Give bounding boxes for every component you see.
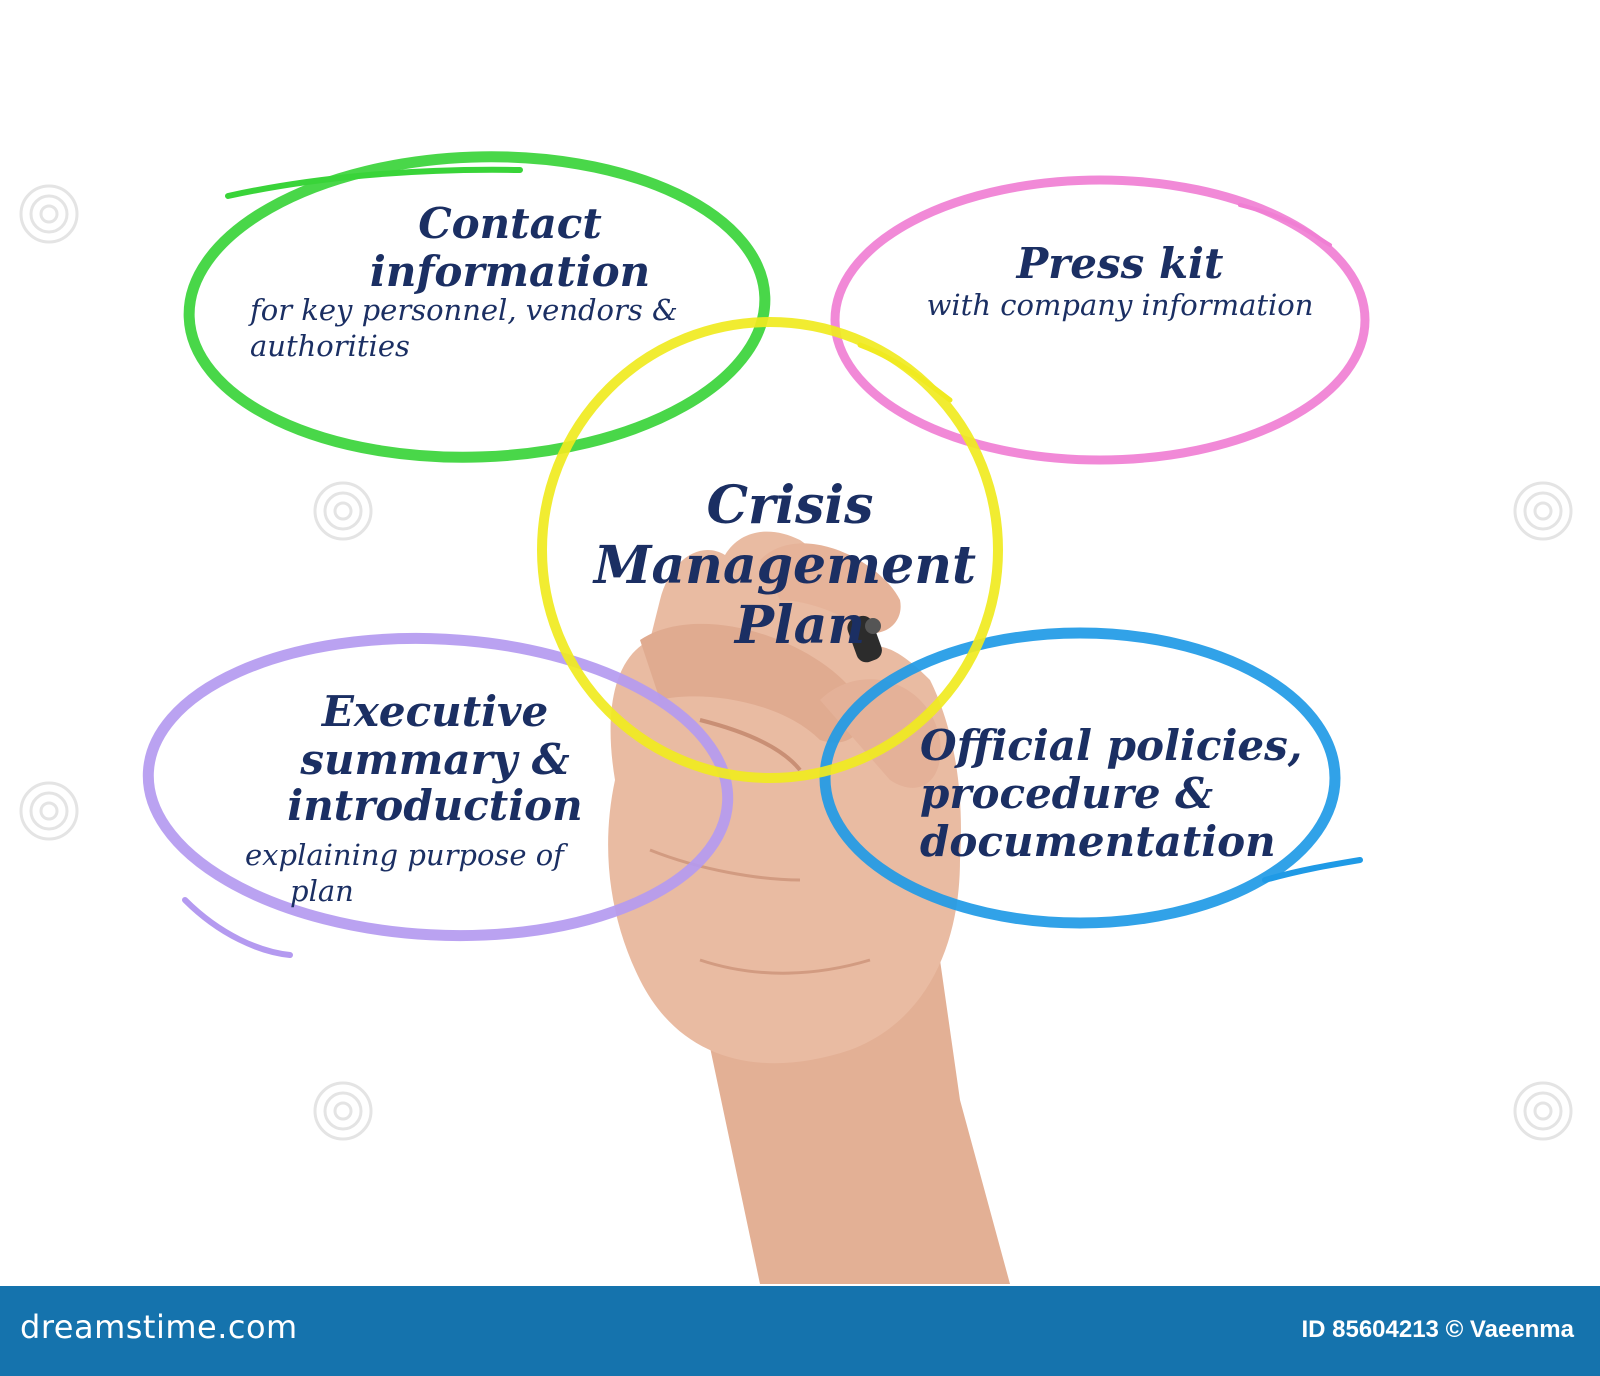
diagram-rings <box>142 151 1370 958</box>
official-heading-line-1: Official policies, <box>920 721 1303 770</box>
press-heading: Press kit <box>1016 239 1224 288</box>
watermark-swirl-icon <box>1513 1081 1573 1141</box>
ring-executive <box>142 632 734 958</box>
contact-heading-line-2: information <box>369 247 651 296</box>
executive-heading-line-2: summary & <box>300 735 570 784</box>
executive-heading-line-3: introduction <box>287 781 583 830</box>
ring-center <box>537 317 1003 783</box>
center-title-line-1: Crisis <box>706 475 874 536</box>
contact-sub-line-2: authorities <box>250 329 410 363</box>
watermark-swirl-icon <box>313 1081 373 1141</box>
executive-sub-line-1: explaining purpose of <box>245 838 564 872</box>
center-title-line-3: Plan <box>734 595 866 656</box>
watermark-swirl-icon <box>19 781 79 841</box>
executive-sub-line-2: plan <box>290 874 354 908</box>
hand-holding-marker <box>608 531 1010 1284</box>
ring-contact <box>183 151 771 463</box>
diagram-canvas: Contact information for key personnel, v… <box>19 151 1573 1284</box>
official-heading-line-3: documentation <box>920 817 1276 866</box>
brand-wordmark[interactable]: dreamstime.com <box>20 1308 298 1346</box>
footer-bar: dreamstime.com ID 85604213 © Vaeenma <box>0 1286 1600 1376</box>
press-sub: with company information <box>926 288 1314 322</box>
executive-heading-line-1: Executive <box>321 687 549 736</box>
center-title-line-2: Management <box>593 535 977 596</box>
watermark-swirl-icon <box>1513 481 1573 541</box>
watermark-swirl-icon <box>19 184 79 244</box>
contact-heading-line-1: Contact <box>418 199 602 248</box>
contact-sub-line-1: for key personnel, vendors & <box>250 293 678 327</box>
ring-press <box>830 175 1370 465</box>
official-heading-line-2: procedure & <box>920 769 1214 818</box>
ring-official <box>819 627 1363 929</box>
image-credit: ID 85604213 © Vaeenma <box>1301 1316 1574 1343</box>
watermark-swirl-icon <box>313 481 373 541</box>
